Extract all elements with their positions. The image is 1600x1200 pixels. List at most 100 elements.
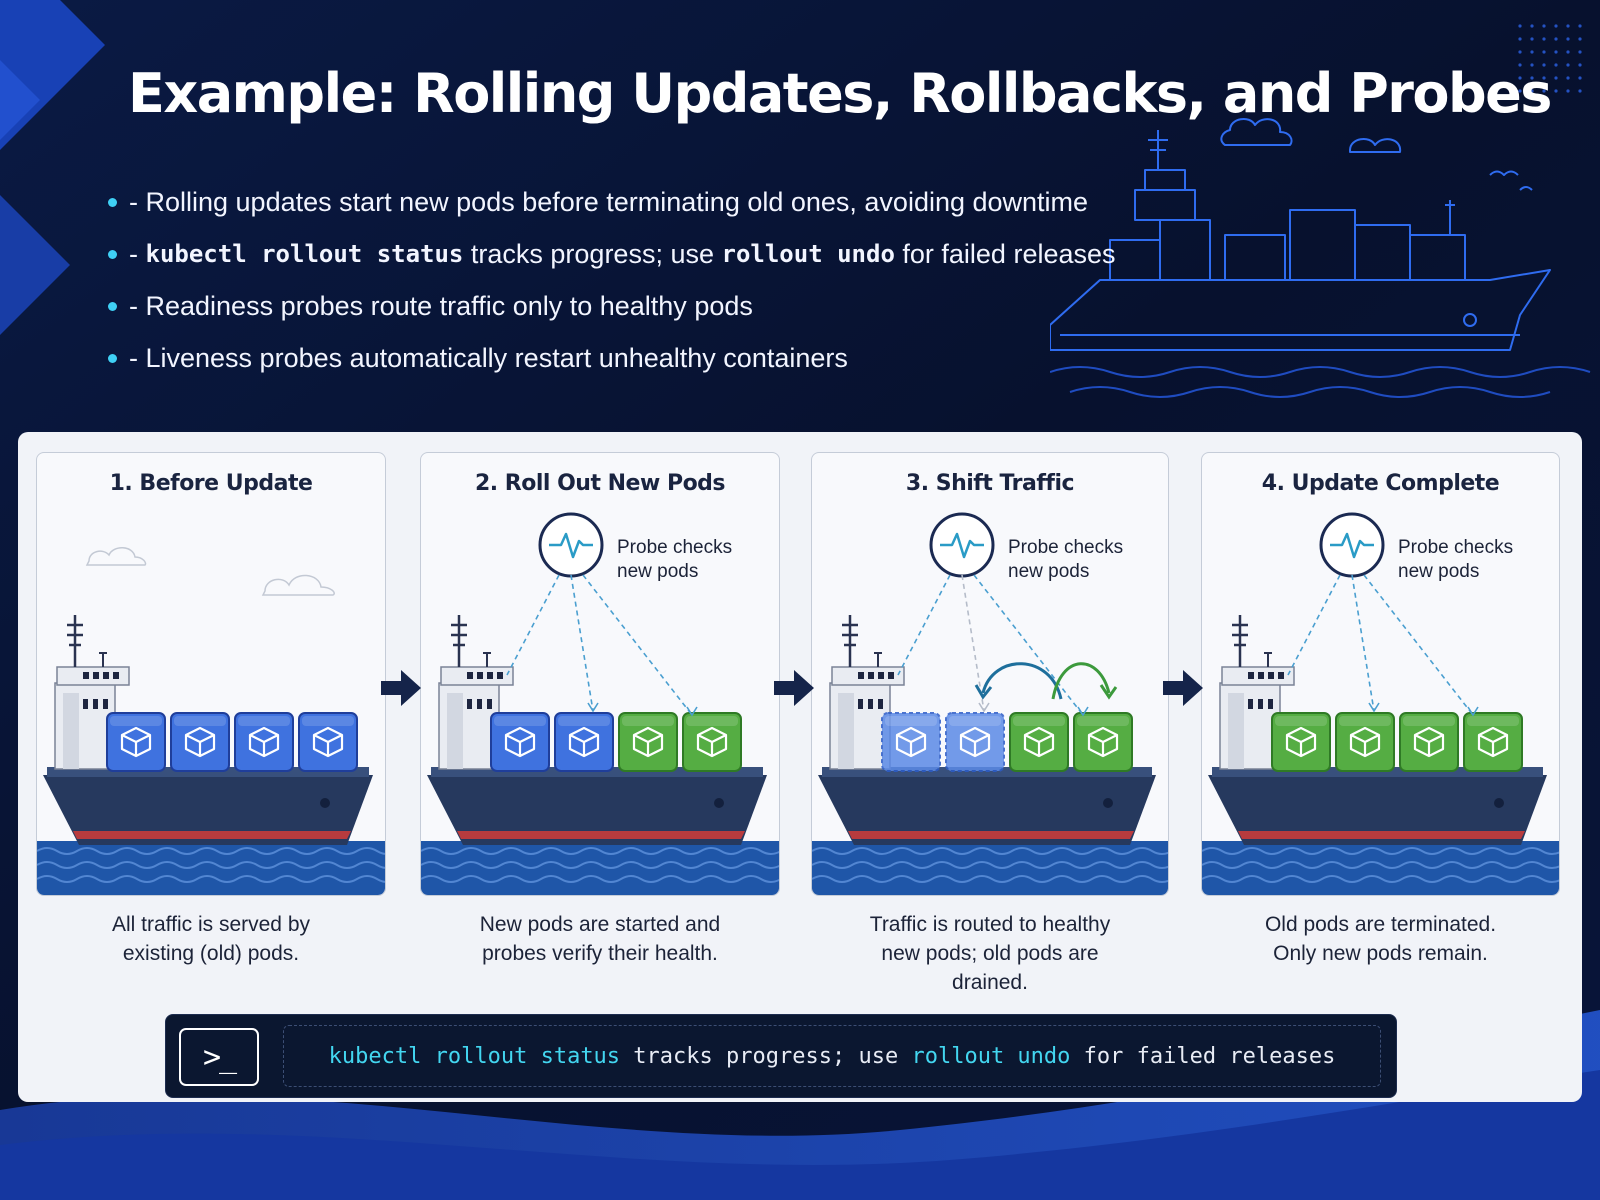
wave [1202,875,1559,883]
wave [1202,847,1559,855]
decorative-cargo-ship-icon [1050,118,1591,398]
window [1258,672,1264,679]
ship-hull [818,775,1156,845]
pod-cube-icon [959,726,991,758]
caption-line: Only new pods remain. [1273,942,1488,965]
ship-hull-stripe [1238,831,1525,839]
pod-new [1271,712,1331,772]
pod-cube-icon [248,726,280,758]
window [103,672,109,679]
bullet-item: - Rolling updates start new pods before … [108,176,1116,228]
ship-antenna [874,652,882,667]
heartbeat-line [940,532,984,559]
pod-old [554,712,614,772]
step-title: 4. Update Complete [1261,471,1500,496]
pod-cube-icon [1477,726,1509,758]
bullet-item: - kubectl rollout status tracks progress… [108,228,1116,280]
wave [812,875,1168,883]
caption-line: new pods; old pods are [881,942,1099,965]
window [467,672,473,679]
ship-bridge-shade [447,693,463,769]
bullet-text-2-0: - Readiness probes route traffic only to… [129,290,753,321]
window [888,672,894,679]
step-caption: Old pods are terminated. Only new pods r… [1201,910,1560,968]
caption-line: drained. [952,971,1028,994]
ship-mast-icon [842,615,858,667]
pod-new [1009,712,1069,772]
window [83,672,89,679]
bullet-text-1-4: for failed releases [894,238,1116,269]
bullet-dot-icon [108,197,117,207]
caption-line: All traffic is served by [111,913,310,936]
terminal-command-bar: >_ kubectl rollout status tracks progres… [165,1014,1397,1098]
pod-new [682,712,742,772]
arrowhead [974,684,993,700]
pod-cube-icon [1023,726,1055,758]
wave [1202,861,1559,869]
pod-old [106,712,166,772]
terminal-command-text: kubectl rollout status tracks progress; … [283,1025,1381,1087]
ship-mast-icon [67,615,83,667]
window [103,699,108,709]
terminal-text: tracks progress; use [620,1043,912,1069]
bullet-text-3-0: - Liveness probes automatically restart … [129,342,848,373]
caption-line: Old pods are terminated. [1264,913,1497,936]
bullet-dot-icon [108,249,117,259]
ship-hull-stripe [73,831,351,839]
window [868,699,873,709]
bullet-list: - Rolling updates start new pods before … [108,176,1116,384]
ship-antenna [483,652,491,667]
probe-arrowhead-icon [686,706,698,717]
window [477,672,483,679]
window [878,672,884,679]
probe-check-line [1351,574,1375,712]
pod-draining [881,712,941,772]
ship-hull [1208,775,1547,845]
window [93,672,99,679]
probe-label-line1: Probe checks [1008,537,1123,558]
pod-cube-icon [184,726,216,758]
probe-check-line [506,574,560,676]
window [487,672,493,679]
ship-hull-stripe [848,831,1134,839]
pod-cube-icon [568,726,600,758]
window [1258,699,1263,709]
ship-bridge-shade [1228,693,1244,769]
probe-check-line [973,574,1084,716]
step-title: 2. Roll Out New Pods [474,471,726,496]
ship-anchor-icon [1103,798,1113,808]
bullet-text-1-0: - [129,238,146,269]
pod-cube-icon [1349,726,1381,758]
terminal-command-rollout-undo: rollout undo [911,1043,1071,1069]
window [1248,672,1254,679]
window [858,699,863,709]
window [497,672,503,679]
probe-label-line2: new pods [1008,561,1089,582]
probe-arrowhead-icon [1368,702,1380,713]
traffic-shift-arrow-icon [1051,662,1111,700]
bullet-text-1-2: tracks progress; use [463,238,722,269]
pod-old [298,712,358,772]
ship-hull [427,775,767,845]
traffic-shift-arrow-icon [981,662,1063,700]
probe-label-line1: Probe checks [617,537,732,558]
pod-cube-icon [1285,726,1317,758]
pod-cube-icon [1413,726,1445,758]
wave [421,861,779,869]
terminal-prompt-icon: >_ [179,1028,259,1086]
bullet-text-0-0: - Rolling updates start new pods before … [129,186,1089,217]
probe-check-line [570,574,594,712]
wave [421,847,779,855]
wave [37,847,385,855]
terminal-text: for failed releases [1070,1043,1336,1069]
ship-anchor-icon [1494,798,1504,808]
ship-antenna [99,652,107,667]
window [858,672,864,679]
pod-draining [945,712,1005,772]
pod-cube-icon [696,726,728,758]
window [487,699,492,709]
step-panel-before-update: 1. Before Update [36,452,386,896]
probe-label-line2: new pods [1398,561,1479,582]
